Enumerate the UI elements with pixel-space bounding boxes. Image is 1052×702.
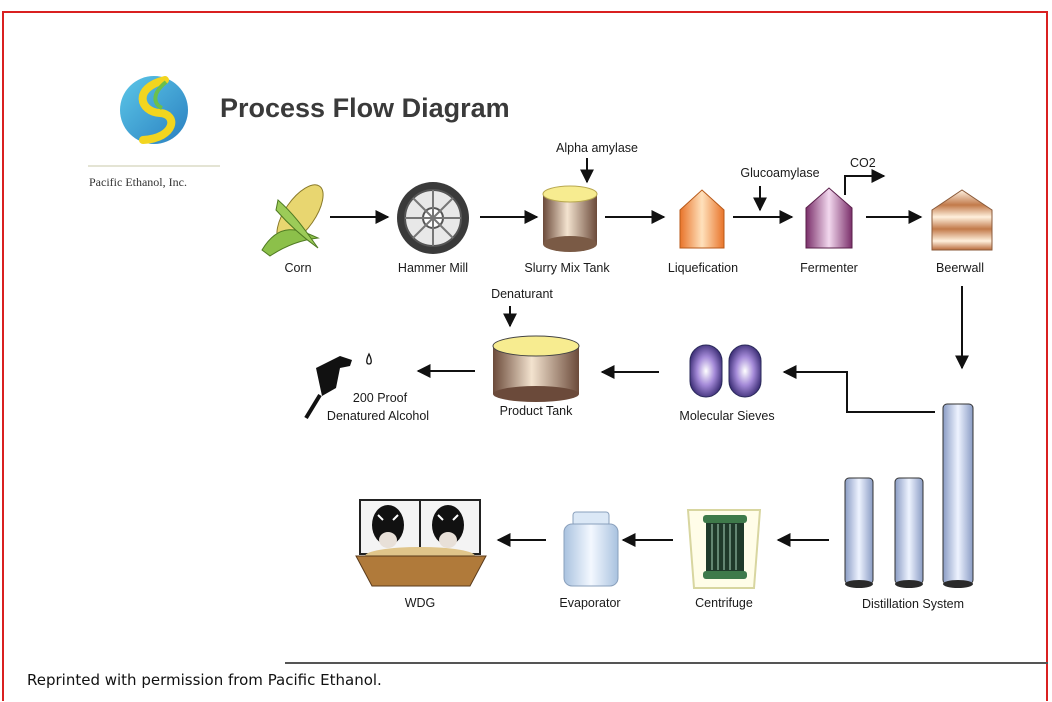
- company-name: Pacific Ethanol, Inc.: [89, 175, 187, 189]
- company-logo-icon: [120, 76, 188, 144]
- label-alcohol-line1: 200 Proof: [353, 391, 408, 405]
- hammer-mill-icon: [397, 182, 469, 254]
- label-glucoamylase: Glucoamylase: [740, 166, 819, 180]
- label-centrifuge: Centrifuge: [695, 596, 753, 610]
- fermenter-tank-icon: [805, 187, 853, 249]
- figure-caption: Reprinted with permission from Pacific E…: [27, 671, 382, 689]
- beerwall-tank-icon: [931, 189, 993, 251]
- label-wdg: WDG: [405, 596, 436, 610]
- label-product-tank: Product Tank: [500, 404, 573, 418]
- label-evaporator: Evaporator: [559, 596, 620, 610]
- label-hammer-mill: Hammer Mill: [398, 261, 468, 275]
- corn-icon: [261, 184, 324, 257]
- label-liquefication: Liquefication: [668, 261, 738, 275]
- label-distillation-system: Distillation System: [862, 597, 964, 611]
- fuel-nozzle-icon: [304, 352, 372, 420]
- label-alcohol-line2: Denatured Alcohol: [327, 409, 429, 423]
- label-fermenter: Fermenter: [800, 261, 858, 275]
- label-alpha-amylase: Alpha amylase: [556, 141, 638, 155]
- slurry-mix-tank-icon: [542, 185, 598, 252]
- product-tank-icon: [492, 335, 580, 402]
- liquefication-tank-icon: [679, 189, 725, 249]
- flow-arrows-row2: [416, 306, 935, 413]
- label-beerwall: Beerwall: [936, 261, 984, 275]
- label-corn: Corn: [284, 261, 311, 275]
- distillation-columns-icon: [844, 403, 974, 588]
- molecular-sieves-icon: [689, 344, 762, 398]
- cattle-feed-trough-icon: [355, 499, 487, 587]
- label-slurry-mix-tank: Slurry Mix Tank: [524, 261, 610, 275]
- label-co2: CO2: [850, 156, 876, 170]
- label-molecular-sieves: Molecular Sieves: [679, 409, 774, 423]
- page-title: Process Flow Diagram: [220, 93, 510, 123]
- evaporator-icon: [563, 511, 619, 587]
- flow-arrows-row1: [330, 158, 969, 370]
- label-denaturant: Denaturant: [491, 287, 553, 301]
- centrifuge-icon: [686, 509, 762, 589]
